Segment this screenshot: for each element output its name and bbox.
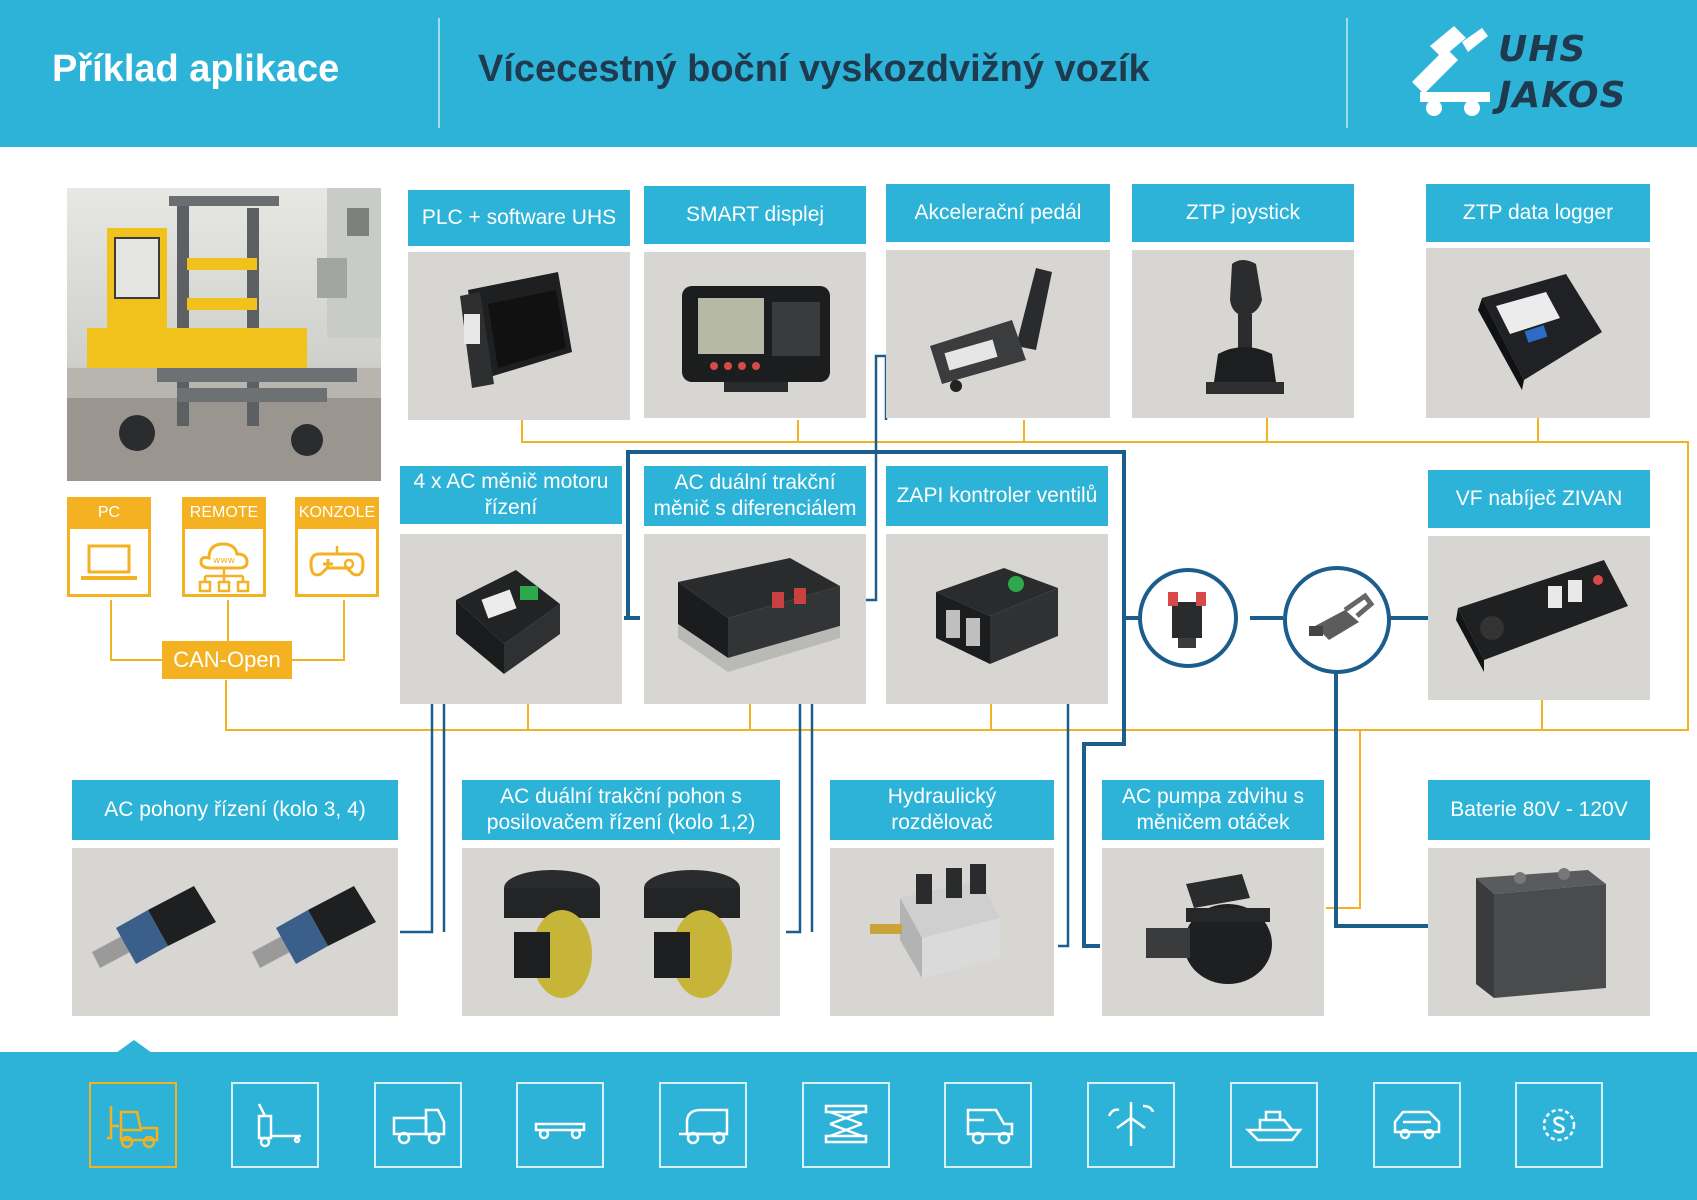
application-wind-turbine-button[interactable] bbox=[1087, 1082, 1175, 1168]
page-title: Příklad aplikace bbox=[52, 48, 340, 90]
data-logger-image bbox=[1426, 248, 1650, 418]
charger-image bbox=[1428, 536, 1650, 700]
application-forklift-button[interactable] bbox=[89, 1082, 177, 1168]
utility-vehicle-icon bbox=[966, 1108, 1014, 1145]
steer-inverter-label: 4 x AC měnič motoru řízení bbox=[400, 466, 622, 524]
dual-drive-image bbox=[462, 848, 780, 1016]
pallet-truck-icon bbox=[257, 1103, 301, 1148]
dual-drive-label: AC duální trakční pohon s posilovačem ří… bbox=[462, 780, 780, 840]
smart-display-label: SMART displej bbox=[644, 186, 866, 244]
header-divider bbox=[1346, 18, 1348, 128]
can-open-bus: CAN-Open bbox=[162, 641, 292, 679]
charger-label: VF nabíječ ZIVAN bbox=[1428, 470, 1650, 528]
battery-image bbox=[1428, 848, 1650, 1016]
trailer-icon bbox=[534, 1122, 586, 1140]
steer-drives-label: AC pohony řízení (kolo 3, 4) bbox=[72, 780, 398, 840]
pump-image bbox=[1102, 848, 1324, 1016]
traction-battery-icon bbox=[1476, 868, 1606, 998]
header-bar: Příklad aplikace Vícecestný boční vyskoz… bbox=[0, 0, 1697, 147]
battery-connector-icon bbox=[1309, 592, 1375, 640]
boat-icon bbox=[1244, 1110, 1303, 1142]
forklift-photo bbox=[67, 188, 381, 481]
application-pallet-truck-button[interactable] bbox=[231, 1082, 319, 1168]
plc-device-icon bbox=[460, 272, 572, 388]
remote-label: REMOTE bbox=[182, 497, 266, 529]
www-text: www bbox=[213, 556, 235, 566]
hydraulic-valve-block-icon bbox=[870, 864, 1000, 978]
data-logger-device-icon bbox=[1478, 274, 1602, 390]
console-label: KONZOLE bbox=[295, 497, 379, 529]
accelerator-pedal-icon bbox=[930, 268, 1052, 392]
company-logo: UHS JAKOS bbox=[1402, 22, 1652, 122]
plc-label: PLC + software UHS bbox=[408, 190, 630, 246]
valve-controller-icon bbox=[936, 568, 1058, 664]
joystick-label: ZTP joystick bbox=[1132, 184, 1354, 242]
console-interface: KONZOLE bbox=[295, 497, 379, 597]
lift-pump-motor-icon bbox=[1146, 874, 1272, 984]
footer-bar bbox=[0, 1052, 1697, 1200]
zapi-label: ZAPI kontroler ventilů bbox=[886, 466, 1108, 526]
joystick-image bbox=[1132, 250, 1354, 418]
pedal-label: Akcelerační pedál bbox=[886, 184, 1110, 242]
page-subtitle: Vícecestný boční vyskozdvižný vozík bbox=[478, 48, 1150, 90]
logo-text-jakos: JAKOS bbox=[1498, 75, 1627, 116]
battery-label: Baterie 80V - 120V bbox=[1428, 780, 1650, 840]
battery-charger-icon bbox=[1456, 560, 1628, 672]
pc-interface: PC bbox=[67, 497, 151, 597]
laptop-icon bbox=[81, 544, 137, 580]
steering-motors-icon bbox=[92, 886, 376, 968]
cloud-network-icon: www bbox=[198, 542, 250, 593]
hydraulic-image bbox=[830, 848, 1054, 1016]
plc-image bbox=[408, 252, 630, 420]
side-loader-forklift-illustration bbox=[67, 188, 381, 481]
pc-label: PC bbox=[67, 497, 151, 529]
traction-drive-wheels-icon bbox=[504, 870, 740, 998]
display-panel-icon bbox=[682, 286, 830, 392]
connector-circle bbox=[1283, 566, 1391, 674]
pump-label: AC pumpa zdvihu s měničem otáček bbox=[1102, 780, 1324, 840]
remote-interface: REMOTE www bbox=[182, 497, 266, 597]
car-icon bbox=[1393, 1110, 1441, 1140]
contactor-icon bbox=[1168, 592, 1206, 648]
steer-drives-image bbox=[72, 848, 398, 1016]
contactor-circle bbox=[1138, 568, 1238, 668]
forklift-icon bbox=[107, 1106, 159, 1149]
steer-inverter-image bbox=[400, 534, 622, 704]
application-truck-button[interactable] bbox=[374, 1082, 462, 1168]
dual-traction-inverter-icon bbox=[678, 558, 840, 672]
joystick-icon bbox=[1206, 260, 1284, 394]
application-special-button[interactable] bbox=[1515, 1082, 1603, 1168]
application-sweeper-button[interactable] bbox=[659, 1082, 747, 1168]
data-logger-label: ZTP data logger bbox=[1426, 184, 1650, 242]
dual-inverter-image bbox=[644, 534, 866, 704]
application-utility-vehicle-button[interactable] bbox=[944, 1082, 1032, 1168]
logo-text-uhs: UHS bbox=[1498, 29, 1587, 70]
header-divider bbox=[438, 18, 440, 128]
scissor-lift-icon bbox=[824, 1104, 868, 1144]
dual-inverter-label: AC duální trakční měnič s diferenciálem bbox=[644, 466, 866, 526]
application-trailer-button[interactable] bbox=[516, 1082, 604, 1168]
pedal-image bbox=[886, 250, 1110, 418]
motor-inverter-icon bbox=[456, 570, 560, 674]
wind-turbine-icon bbox=[1107, 1102, 1155, 1146]
application-boat-button[interactable] bbox=[1230, 1082, 1318, 1168]
application-car-button[interactable] bbox=[1373, 1082, 1461, 1168]
zapi-image bbox=[886, 534, 1108, 704]
application-scissor-lift-button[interactable] bbox=[802, 1082, 890, 1168]
truck-icon bbox=[392, 1108, 446, 1145]
smart-display-image bbox=[644, 252, 866, 418]
special-icon bbox=[1542, 1108, 1576, 1142]
hydraulic-label: Hydraulický rozdělovač bbox=[830, 780, 1054, 840]
sweeper-icon bbox=[679, 1108, 729, 1145]
gamepad-icon bbox=[309, 546, 365, 577]
active-pointer bbox=[116, 1040, 152, 1053]
power-wires bbox=[624, 450, 1428, 948]
forklift-logo-icon bbox=[1412, 26, 1490, 116]
